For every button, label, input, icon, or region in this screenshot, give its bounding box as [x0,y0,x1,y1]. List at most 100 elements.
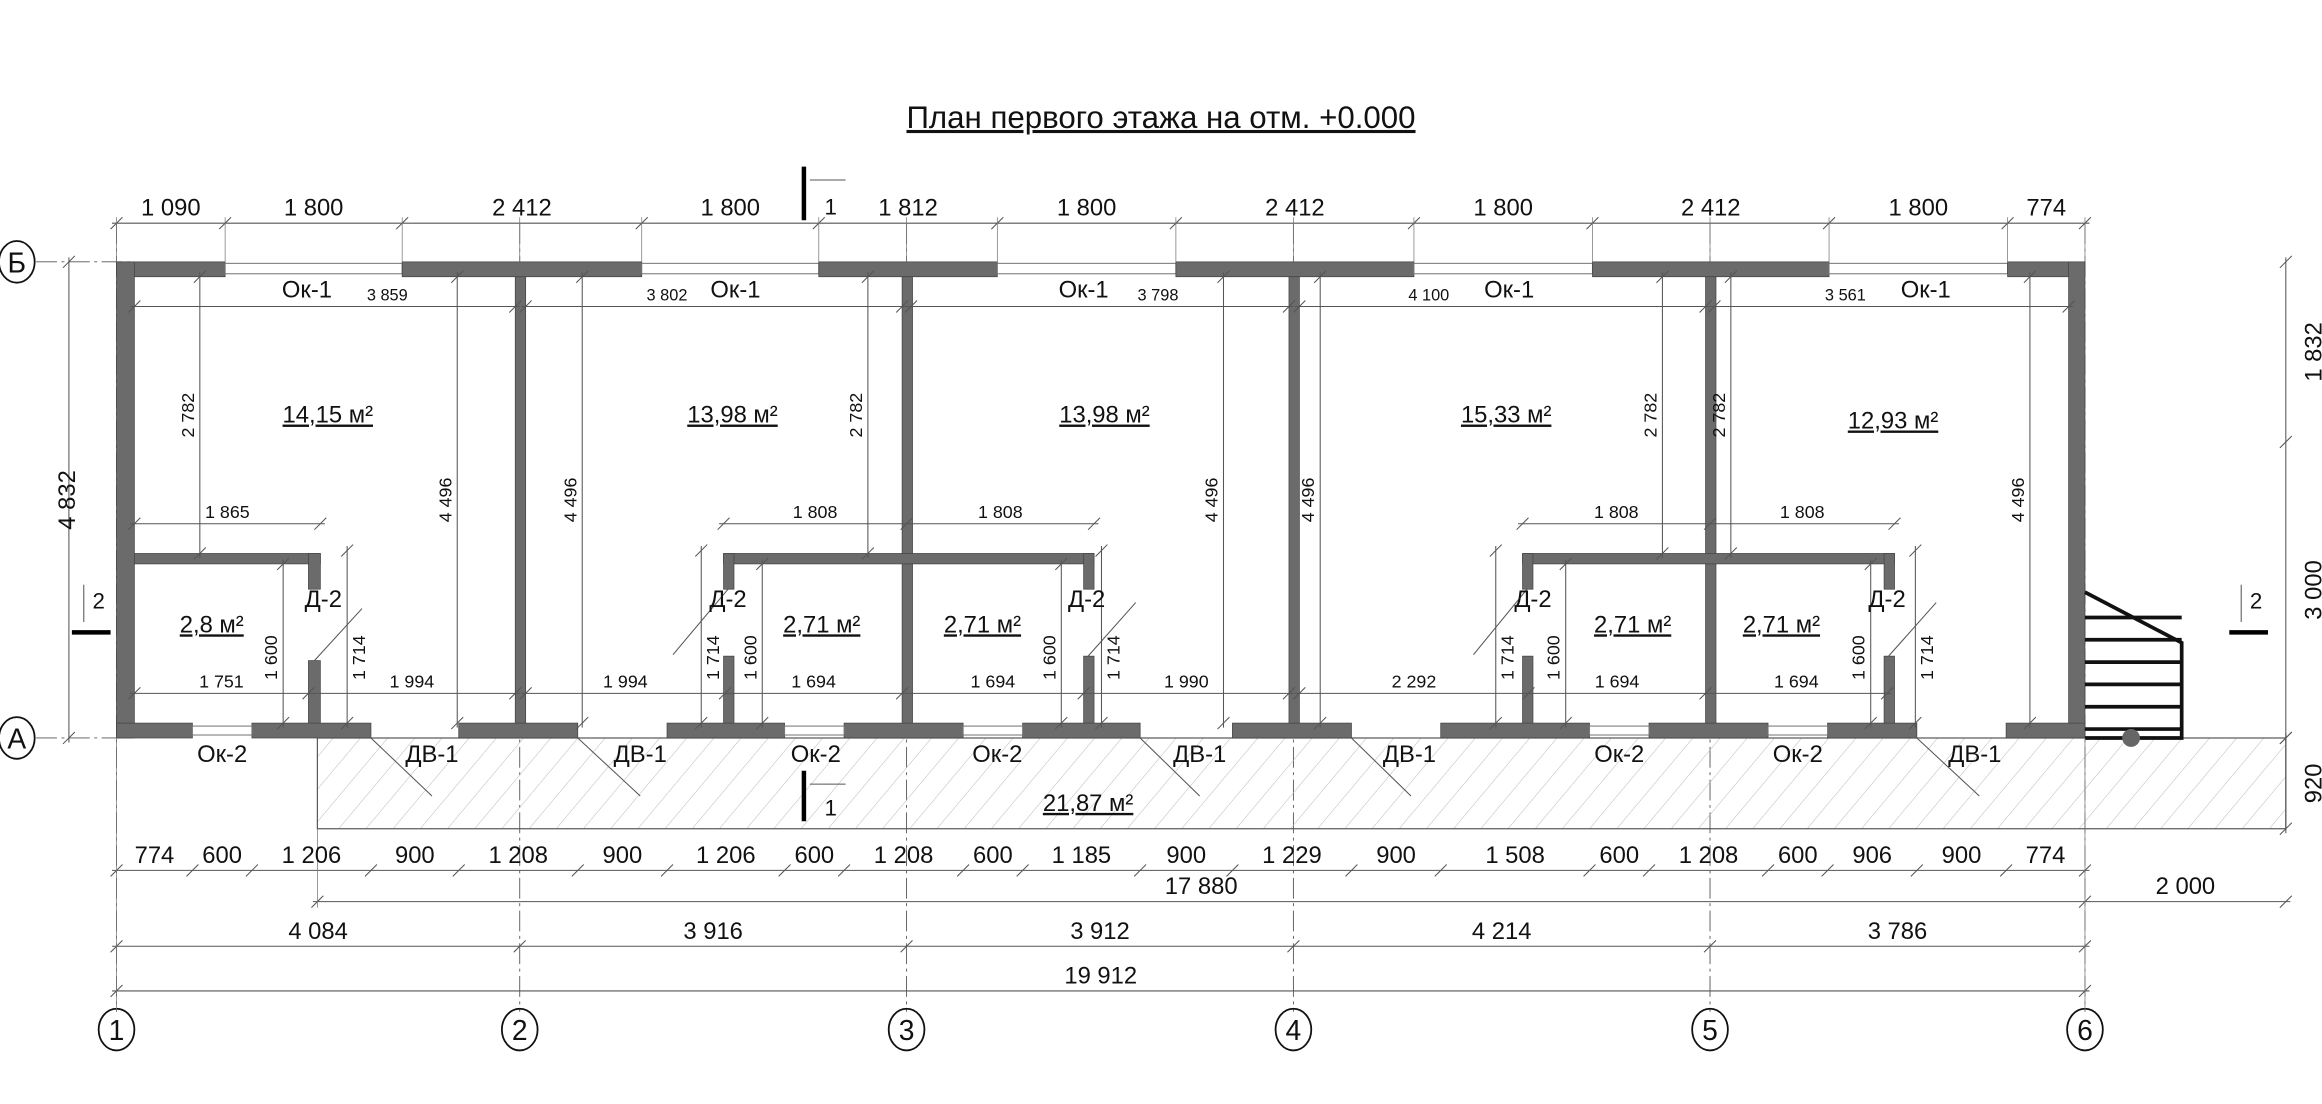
dimension-tick [2279,895,2293,908]
window-ok1 [996,262,1177,275]
dimension-tick [1016,864,1029,877]
bathroom-wall [723,553,1095,565]
wall [818,261,998,278]
dimension-label: 1 812 [878,195,938,222]
dimension-tick [2023,716,2037,730]
axis-bubble [1274,1007,1313,1052]
dimension-tick [245,864,259,877]
dimension-tick [1287,939,1300,953]
axis-label: 1 [109,1014,125,1046]
dimension-label: 600 [202,842,242,869]
dimension-tick [2279,435,2293,449]
dimension-label: 17 880 [1165,873,1238,900]
section-label: 2 [92,589,104,614]
wall [1592,261,1830,278]
dimension-tick [1516,517,1529,531]
axis-label: А [7,722,26,754]
dimension-label: 1 800 [1057,195,1117,222]
door-swing-d2 [672,588,729,655]
dimension-tick [1703,939,1717,953]
door-swing-dv1 [1916,737,1980,797]
dimension-label: 600 [794,842,834,869]
wall [251,722,372,739]
dimension-tick [1054,716,1068,730]
dimension-label: 4 214 [1472,918,1532,945]
dimension-label: 1 600 [740,635,760,680]
dimension-label: 3 916 [683,918,743,945]
dimension-label: 1 714 [703,635,723,680]
dimension-tick [1880,687,1894,700]
dimension-tick [900,939,913,953]
dimension-label: 1 865 [205,502,250,522]
dimension-label: 1 808 [1594,502,1639,522]
dimension-label: 1 994 [603,671,648,691]
dimension-label: 1 185 [1052,842,1112,869]
bathroom-wall [1083,553,1095,590]
window-ok2 [1588,725,1650,736]
door-swing-dv1 [1139,737,1201,797]
dimension-label: 2 782 [178,393,198,438]
dimension-tick [186,864,199,877]
dimension-label: 3 798 [1138,287,1179,305]
dimension-label: 1 206 [696,842,756,869]
dimension-tick [1313,716,1327,730]
dimension-tick [1293,687,1306,700]
dimension-tick [1708,300,1721,313]
dimension-label: 1 600 [261,635,281,680]
dimension-label: 774 [2026,195,2066,222]
dimension-label: 1 229 [1262,842,1322,869]
dimension-tick [1999,864,2013,877]
bathroom-wall [723,553,735,590]
dimension-label: 1 714 [1917,635,1937,680]
wall [401,261,643,278]
dimension-label: 4 496 [1298,478,1318,523]
dimension-tick [2279,255,2293,269]
door-swing-dv1 [1351,737,1412,797]
bathroom-wall [1522,553,1534,590]
dimension-tick [276,716,290,730]
window-ok1 [1828,262,2009,275]
dimension-label: 2 292 [1392,671,1437,691]
room-area: 14,15 м² [283,402,374,429]
dimension-label: 4 496 [1202,478,1222,523]
dimension-label: 2 000 [2156,873,2216,900]
window-label: Ок-2 [1594,741,1644,768]
dimension-label: 3 786 [1868,918,1928,945]
dimension-tick [1095,544,1108,557]
dimension-tick [1724,270,1738,284]
dimension-tick [1724,547,1738,560]
axis-label: 5 [1702,1014,1718,1046]
dimension-tick [1087,517,1101,531]
dimension-tick [1133,864,1147,877]
window-ok2 [962,725,1024,736]
dimension-tick [450,716,464,730]
dimension-label: 4 832 [54,470,81,530]
dimension-tick [1054,557,1068,571]
partition [1288,276,1300,724]
wall [116,261,135,739]
window-ok1 [1413,262,1594,275]
dimension-label: 1 800 [700,195,760,222]
bathroom-wall [1522,553,1895,565]
bathroom-wall [1522,655,1534,724]
dimension-tick [128,517,141,531]
dimension-tick [1217,716,1230,730]
dimension-label: 1 994 [390,671,435,691]
dimension-tick [718,687,732,700]
door-label: ДВ-1 [614,741,667,768]
bathroom-area: 2,71 м² [783,611,860,638]
dimension-tick [1642,864,1656,877]
dimension-tick [508,687,522,700]
dimension-tick [1583,864,1596,877]
dimension-tick [2023,270,2037,284]
dimension-tick [452,864,466,877]
dimension-tick [128,687,141,700]
dimension-label: 1 800 [1473,195,1533,222]
dimension-label: 1 800 [284,195,344,222]
dimension-label: 900 [1942,842,1982,869]
dimension-tick [571,864,585,877]
dimension-tick [302,687,315,700]
dimension-label: 1 694 [971,671,1016,691]
bathroom-area: 2,71 м² [1743,611,1820,638]
dimension-tick [900,517,913,531]
